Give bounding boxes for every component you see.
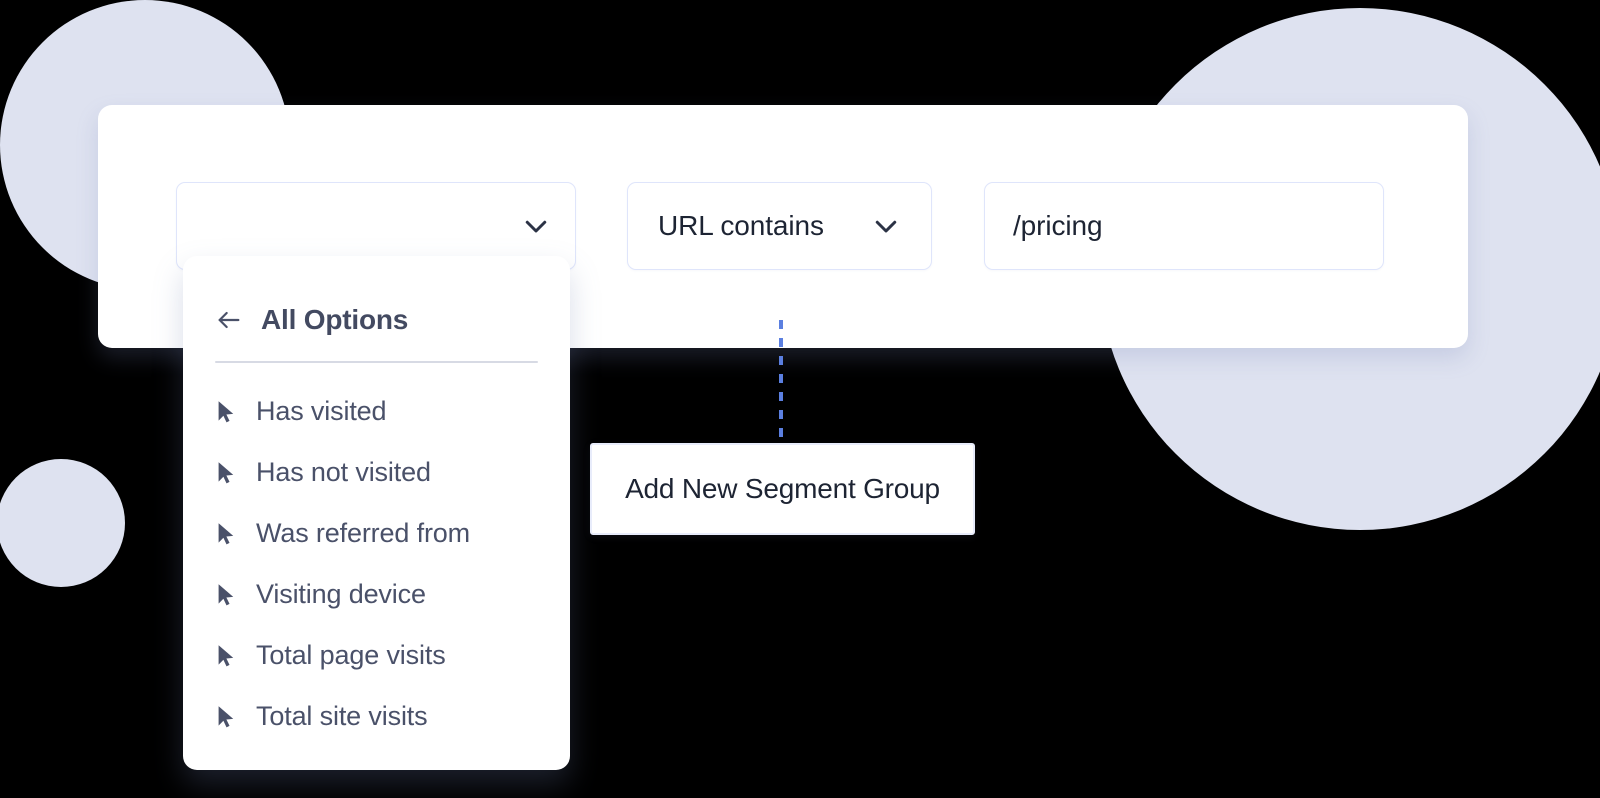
option-label: Has not visited	[256, 457, 431, 487]
option-item-was-referred-from[interactable]: Was referred from	[183, 503, 570, 564]
filter-card: URL contains	[98, 105, 1468, 348]
option-label: Was referred from	[256, 518, 470, 548]
option-label: Total site visits	[256, 701, 428, 731]
panel-divider	[215, 361, 538, 363]
dashed-connector-line	[779, 320, 783, 444]
cursor-arrow-icon	[215, 643, 239, 669]
option-item-visiting-device[interactable]: Visiting device	[183, 564, 570, 625]
chevron-down-icon	[871, 211, 901, 241]
filter-row: URL contains	[176, 182, 1384, 270]
url-value-input[interactable]	[1013, 210, 1355, 242]
options-list: Has visited Has not visited Was referred…	[183, 381, 570, 747]
option-label: Total page visits	[256, 640, 446, 670]
options-dropdown-panel: All Options Has visited Has not visite	[183, 256, 570, 770]
operator-select-value: URL contains	[658, 210, 824, 241]
add-new-segment-group-button[interactable]: Add New Segment Group	[590, 443, 975, 535]
chevron-down-icon	[521, 211, 551, 241]
decorative-circle-bottom-left	[0, 459, 125, 587]
cursor-arrow-icon	[215, 460, 239, 486]
cursor-arrow-icon	[215, 521, 239, 547]
add-new-segment-group-label: Add New Segment Group	[625, 473, 940, 504]
option-item-total-page-visits[interactable]: Total page visits	[183, 625, 570, 686]
option-item-has-not-visited[interactable]: Has not visited	[183, 442, 570, 503]
all-options-back-header[interactable]: All Options	[183, 300, 570, 340]
option-item-total-site-visits[interactable]: Total site visits	[183, 686, 570, 747]
cursor-arrow-icon	[215, 399, 239, 425]
value-input-wrapper[interactable]	[984, 182, 1384, 270]
cursor-arrow-icon	[215, 704, 239, 730]
all-options-label: All Options	[261, 304, 409, 335]
option-label: Visiting device	[256, 579, 426, 609]
operator-select[interactable]: URL contains	[627, 182, 932, 270]
arrow-left-icon[interactable]	[215, 306, 243, 334]
cursor-arrow-icon	[215, 582, 239, 608]
option-label: Has visited	[256, 396, 387, 426]
option-item-has-visited[interactable]: Has visited	[183, 381, 570, 442]
